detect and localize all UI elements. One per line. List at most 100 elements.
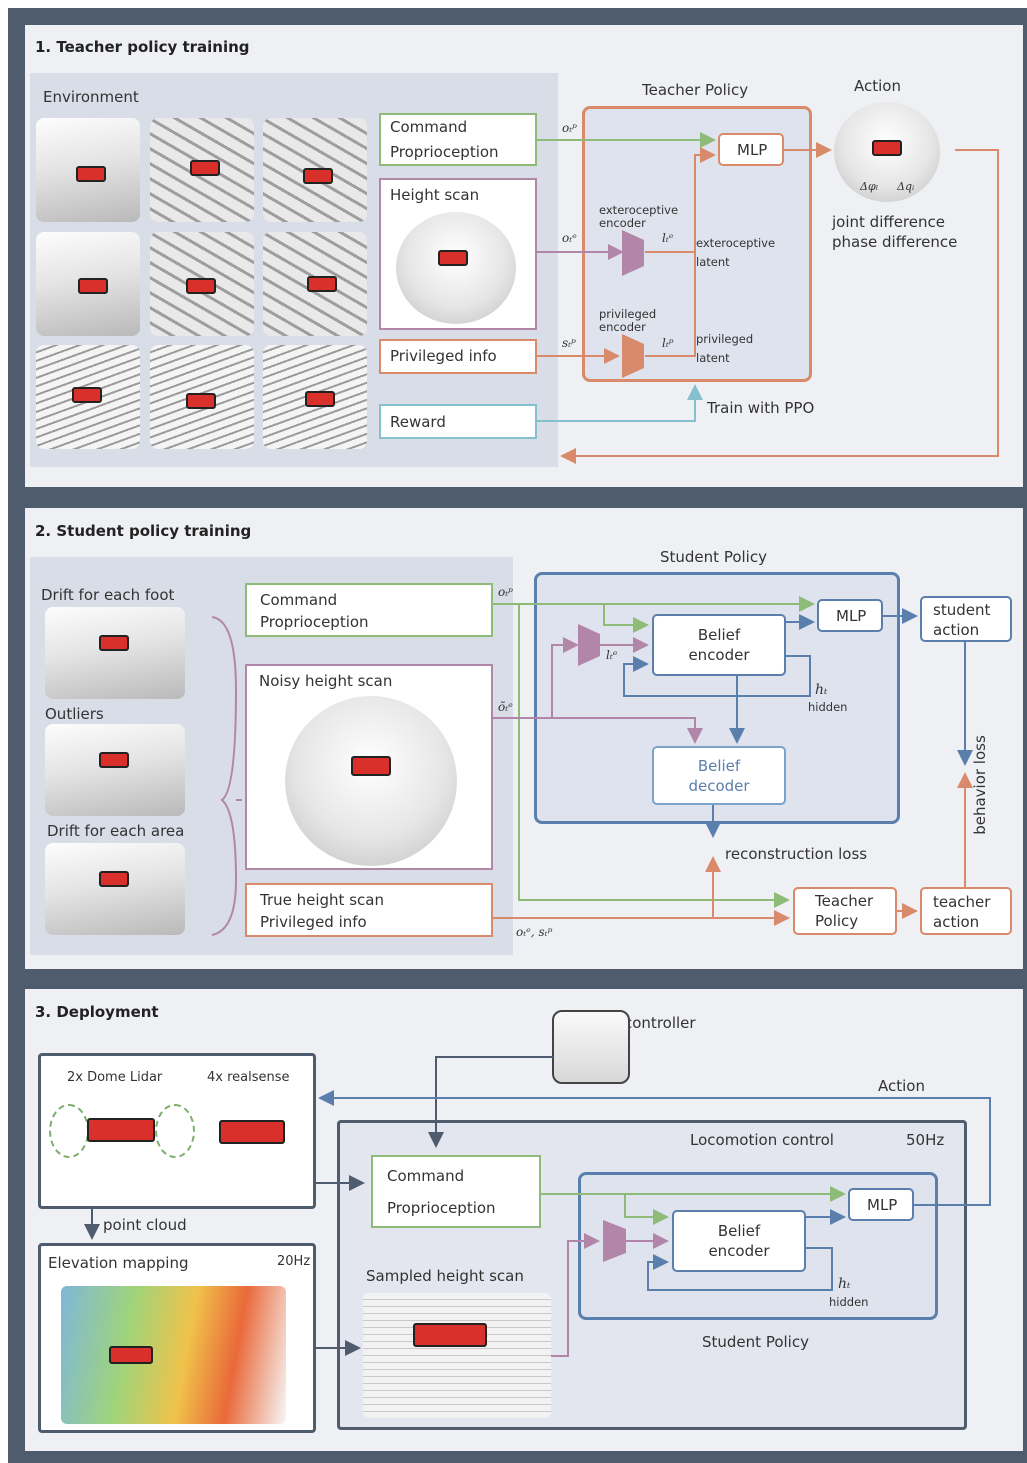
drift-area-image <box>45 843 185 935</box>
s2-encoder-shape <box>578 624 600 666</box>
env-thumb-blocks-1 <box>150 232 254 336</box>
s2-priv-label: Privileged info <box>260 913 367 931</box>
s2-o-e-s-p-symbol: oₜᵉ, sₜᵖ <box>516 925 553 939</box>
reconstruction-loss-label: reconstruction loss <box>725 845 868 863</box>
elevation-mapping-box: Elevation mapping 20Hz <box>38 1243 316 1433</box>
ext-latent-label: exteroceptive latent <box>696 236 776 269</box>
s3-action-label: Action <box>878 1077 925 1095</box>
drift-area-label: Drift for each area <box>47 822 185 840</box>
s2-l-e-symbol: lₜᵉ <box>606 648 618 662</box>
joint-difference-label: joint difference <box>832 213 945 231</box>
env-thumb-blocks-2 <box>263 232 367 336</box>
o-p-symbol: oₜᵖ <box>562 121 577 135</box>
s3-mlp-label: MLP <box>867 1196 898 1214</box>
s2-mlp-label: MLP <box>836 607 867 625</box>
env-thumb-rough-2 <box>263 118 367 222</box>
belief-encoder-box: Belief encoder <box>652 614 786 676</box>
env-thumb-stairs-3 <box>263 345 367 449</box>
environment-label: Environment <box>43 88 139 106</box>
height-scan-box: Height scan <box>379 178 537 330</box>
s3-student-policy-label: Student Policy <box>702 1333 809 1351</box>
student-policy-title: Student Policy <box>660 548 767 566</box>
ext-encoder-label: exteroceptive encoder <box>599 203 679 230</box>
delta-q-symbol: Δqᵢ <box>897 180 915 193</box>
outliers-label: Outliers <box>45 705 104 723</box>
s2-o-p-symbol: oₜᵖ <box>498 585 513 599</box>
env-thumb-stairs-2 <box>150 345 254 449</box>
s2-proprio-label: Proprioception <box>260 613 369 631</box>
true-scan-label: True height scan <box>260 891 384 909</box>
proprioception-label: Proprioception <box>390 143 499 161</box>
sampled-scan-image <box>363 1293 551 1418</box>
priv-encoder-label: privileged encoder <box>599 307 657 334</box>
teacher-policy-small-box: Teacher Policy <box>793 887 897 935</box>
belief-encoder-label: Belief encoder <box>688 626 750 664</box>
belief-decoder-box: Belief decoder <box>652 746 786 805</box>
height-scan-label: Height scan <box>390 186 480 204</box>
realsense-label: 4x realsense <box>207 1070 290 1085</box>
sensors-box: 2x Dome Lidar 4x realsense <box>38 1053 316 1209</box>
s2-hidden-label: hidden <box>808 700 848 714</box>
s2-command-box: Command Proprioception <box>245 583 493 637</box>
env-thumb-hills-1 <box>36 118 140 222</box>
teacher-policy-small-label: Teacher Policy <box>815 892 874 930</box>
panel3-title: 3. Deployment <box>35 1003 159 1021</box>
panel2-title: 2. Student policy training <box>35 522 252 540</box>
s3-mlp-box: MLP <box>848 1188 914 1221</box>
o-e-symbol: oₜᵉ <box>562 231 577 245</box>
s3-belief-encoder-label: Belief encoder <box>708 1222 770 1260</box>
teacher-policy-title: Teacher Policy <box>642 81 749 99</box>
s3-hidden-label: hidden <box>829 1295 869 1309</box>
student-action-box: student action <box>920 596 1012 642</box>
belief-decoder-label: Belief decoder <box>688 757 750 795</box>
s3-belief-encoder-box: Belief encoder <box>672 1210 806 1272</box>
s3-command-label: Command <box>387 1167 465 1185</box>
s2-mlp-box: MLP <box>817 599 883 632</box>
controller-label: controller <box>624 1014 696 1032</box>
s2-o-e-noisy-symbol: õₜᵉ <box>498 700 513 714</box>
delta-phi-symbol: Δφₗ <box>860 180 879 193</box>
action-label: Action <box>854 77 901 95</box>
phase-difference-label: phase difference <box>832 233 958 251</box>
s2-command-label: Command <box>260 591 338 609</box>
command-label: Command <box>390 118 468 136</box>
env-thumb-stairs-1 <box>36 345 140 449</box>
realsense-robot-image <box>211 1096 301 1192</box>
priv-latent-label: privileged latent <box>696 332 754 365</box>
mlp-label: MLP <box>737 141 768 159</box>
locomotion-label: Locomotion control <box>690 1131 834 1149</box>
height-scan-image <box>396 212 516 324</box>
s-p-symbol: sₜᵖ <box>562 336 576 350</box>
point-cloud-label: point cloud <box>103 1216 187 1234</box>
elevation-mapping-label: Elevation mapping <box>48 1254 189 1272</box>
s3-proprio-label: Proprioception <box>387 1199 496 1217</box>
noisy-scan-label: Noisy height scan <box>259 672 393 690</box>
elevation-map-image <box>61 1286 286 1424</box>
mlp-box: MLP <box>718 133 784 166</box>
env-thumb-rough-1 <box>150 118 254 222</box>
privileged-info-box: Privileged info <box>379 339 537 374</box>
l-p-symbol: lₜᵖ <box>662 336 674 350</box>
privileged-info-label: Privileged info <box>390 347 497 365</box>
s3-encoder-shape <box>603 1220 626 1262</box>
s2-h-t-symbol: hₜ <box>815 682 828 698</box>
true-scan-box: True height scan Privileged info <box>245 883 493 937</box>
reward-label: Reward <box>390 413 446 431</box>
rate-20hz-label: 20Hz <box>277 1254 311 1269</box>
rate-50hz-label: 50Hz <box>906 1131 945 1149</box>
noisy-scan-box: Noisy height scan <box>245 664 493 870</box>
noisy-scan-image <box>285 696 457 866</box>
sampled-scan-label: Sampled height scan <box>366 1267 524 1285</box>
lidar-robot-image <box>47 1096 197 1192</box>
s3-command-box: Command Proprioception <box>371 1155 541 1228</box>
dome-lidar-label: 2x Dome Lidar <box>67 1070 163 1085</box>
teacher-action-box: teacher action <box>920 887 1012 935</box>
ext-encoder-shape <box>622 230 644 276</box>
command-proprio-box: Command Proprioception <box>379 113 537 166</box>
l-e-symbol: lₜᵉ <box>662 231 674 245</box>
reward-box: Reward <box>379 404 537 439</box>
outliers-image <box>45 724 185 816</box>
priv-encoder-shape <box>622 334 644 378</box>
s3-h-t-symbol: hₜ <box>838 1276 851 1292</box>
